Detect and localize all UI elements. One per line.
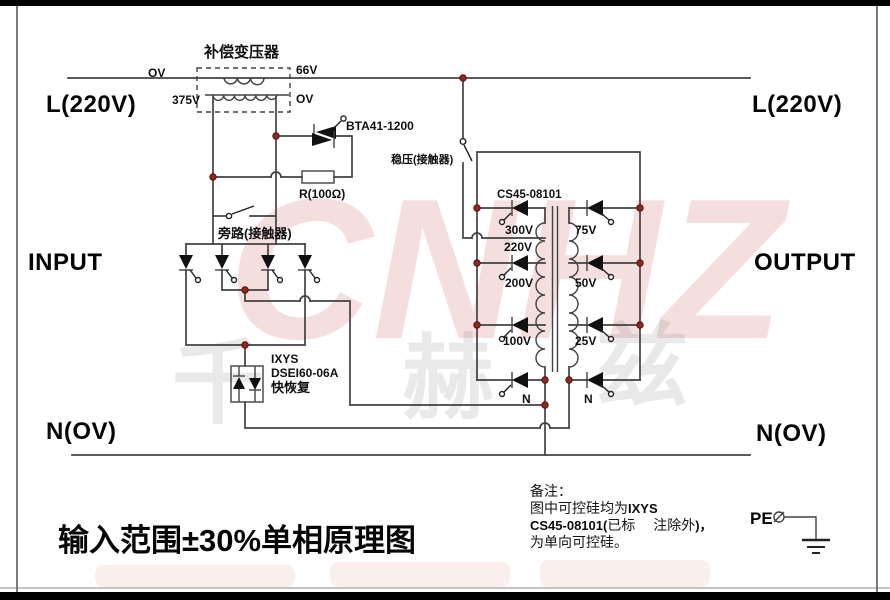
tap-row-75v — [568, 200, 641, 226]
wire-hop — [270, 171, 282, 178]
junction-dots — [209, 74, 644, 409]
wire-hop — [299, 295, 311, 302]
secondary-left-voltage: 375V — [172, 93, 200, 107]
primary-winding — [223, 77, 265, 86]
tap-label-n-left: N — [522, 392, 531, 406]
tap-row-100v — [476, 317, 546, 343]
ground-icon — [802, 538, 830, 554]
notes-block: 备注： 图中可控硅均为IXYS CS45-08101(已标 注除外)， 为单向可… — [530, 483, 713, 550]
scr-down-1 — [179, 255, 202, 284]
notes-line-2: CS45-08101(已标 注除外)， — [530, 517, 713, 533]
tap-label-75v: 75V — [575, 223, 596, 237]
watermark: CNHZ 千 赫 兹 — [95, 158, 790, 587]
diode-model-label: DSEI60-06A — [271, 366, 339, 380]
triac-label: BTA41-1200 — [346, 119, 414, 133]
watermark-fade-band — [330, 562, 510, 587]
terminal-right-line: L(220V) — [752, 91, 842, 118]
terminal-right-neutral: N(OV) — [756, 420, 827, 447]
terminal-left-neutral: N(OV) — [46, 418, 117, 445]
page-title: 输入范围±30%单相原理图 — [58, 523, 416, 558]
notes-line-3: 为单向可控硅。 — [530, 534, 628, 550]
watermark-fade-band — [540, 560, 710, 587]
diode-down — [249, 366, 261, 402]
secondary-right-voltage: OV — [296, 92, 313, 106]
notes-line2-bold-a: CS45-08101( — [530, 518, 608, 533]
left-winding — [535, 222, 546, 368]
terminal-labels: L(220V) INPUT N(OV) L(220V) OUTPUT N(OV) — [28, 91, 856, 447]
resistor-label: R(100Ω) — [299, 187, 345, 201]
notes-line1-regular: 图中可控硅均为 — [530, 500, 628, 516]
fast-recovery-diode-unit: IXYS DSEI60-06A 快恢复 — [230, 344, 570, 429]
tap-row-200v — [476, 255, 546, 281]
watermark-cn-char-3: 兹 — [596, 313, 688, 420]
switch-blade — [463, 144, 473, 162]
diode-brand-label: IXYS — [271, 352, 298, 366]
tap-label-25v: 25V — [575, 334, 596, 348]
bypass-contactor-label: 旁路(接触器) — [217, 226, 292, 241]
tap-label-50v: 50V — [575, 276, 596, 290]
watermark-cn-char-2: 赫 — [402, 325, 494, 432]
switch-blade — [231, 205, 255, 215]
tap-label-220v: 220V — [504, 240, 532, 254]
scr-model-label: CS45-08101 — [497, 189, 562, 201]
diode-up — [233, 366, 245, 402]
tap-row-50v — [568, 255, 641, 281]
tap-label-300v: 300V — [505, 223, 533, 237]
right-winding — [568, 222, 579, 368]
notes-line-1: 图中可控硅均为IXYS — [530, 500, 658, 516]
terminal-right-mid: OUTPUT — [754, 249, 856, 276]
triac-symbol — [312, 115, 347, 148]
primary-right-voltage: 66V — [296, 63, 317, 77]
tap-label-200v: 200V — [505, 276, 533, 290]
terminal-left-line: L(220V) — [46, 91, 136, 118]
resistor-symbol — [301, 170, 335, 184]
notes-line1-bold: IXYS — [628, 501, 658, 516]
terminal-left-mid: INPUT — [28, 249, 103, 276]
comp-transformer-label: 补偿变压器 — [203, 43, 280, 61]
watermark-fade-band — [95, 565, 295, 587]
secondary-drop-wires — [212, 96, 277, 245]
secondary-winding — [212, 94, 278, 101]
switch-contact — [459, 137, 467, 145]
power-rails — [67, 77, 751, 456]
bypass-contactor: 旁路(接触器) — [212, 205, 292, 241]
compensation-transformer: 补偿变压器 OV 66V 375V OV — [148, 43, 317, 113]
watermark-cn-char-1: 千 — [172, 330, 264, 437]
pe-ground: PE — [750, 509, 830, 554]
notes-line2-regular: 已标 注除外 — [607, 517, 695, 533]
triac-resistor-branch: BTA41-1200 R(100Ω) — [212, 115, 414, 201]
tap-label-100v: 100V — [503, 334, 531, 348]
regulator-contactor-branch: 稳压(接触器) — [391, 77, 546, 239]
notes-heading: 备注： — [530, 483, 572, 499]
diode-type-label: 快恢复 — [271, 380, 311, 395]
output-stage: CS45-08101 300V 220V 200V 100V N 75V 50V… — [476, 151, 641, 456]
tap-label-n-right: N — [584, 392, 593, 406]
tap-row-300v — [476, 200, 546, 226]
primary-left-voltage: OV — [148, 66, 165, 80]
switch-contact — [225, 212, 233, 220]
transformer-core — [551, 206, 559, 372]
tap-row-n-left — [476, 372, 546, 398]
notes-line2-bold-b: )， — [695, 518, 712, 533]
tap-row-25v — [568, 317, 641, 343]
pe-label: PE — [750, 509, 773, 528]
regulator-contactor-label: 稳压(接触器) — [391, 152, 454, 166]
